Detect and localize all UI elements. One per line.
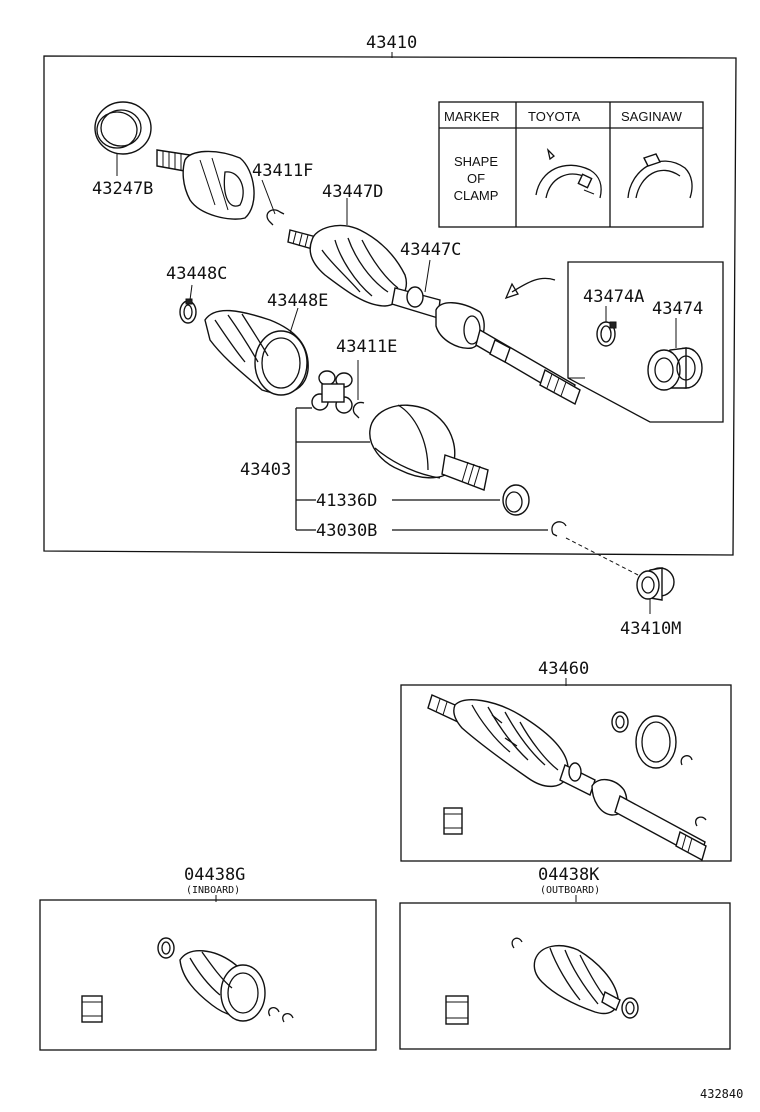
kit-outboard-drawing [445,937,639,1025]
label-43410m: 43410M [620,619,681,639]
drive-shaft-drawing [287,198,581,406]
kit-inboard-frame [39,899,377,1051]
main-assembly-frame [43,55,737,556]
clamp-43448c-drawing [179,284,197,324]
kit-inboard-group: 04438G (INBOARD) [39,865,377,1051]
label-43411f: 43411F [252,161,313,181]
note-inboard: (INBOARD) [186,885,240,896]
label-43403: 43403 [240,460,291,480]
shape-label-3: CLAMP [454,188,499,203]
seal-ring-43247b-drawing [94,101,152,176]
assembly-43460-small-parts [443,711,707,835]
marker-table: MARKER TOYOTA SAGINAW SHAPE OF CLAMP [438,101,704,228]
snap-ring-43030b-drawing [551,521,567,537]
footer-code: 432840 [700,1087,743,1101]
inset-frame [567,261,724,423]
grease-pack-outboard-icon [445,995,469,1025]
leader-43411f [261,179,276,215]
label-04438k: 04438K [538,865,600,885]
label-43448c: 43448C [166,264,227,284]
label-43474a: 43474A [583,287,644,307]
kit-outboard-frame [399,902,731,1050]
grease-pack-icon [443,807,463,835]
shape-label-2: OF [467,171,485,186]
label-43030b: 43030B [316,521,377,541]
saginaw-clamp-drawing [627,153,693,199]
tripod-joint-drawing [311,360,365,419]
toyota-header: TOYOTA [528,109,581,124]
label-41336d: 41336D [316,491,377,511]
assembly-43460-group: 43460 [400,659,732,862]
bearing-43474-drawing [647,347,703,391]
dust-deflector-43410m: 43410M [565,537,681,639]
inboard-housing-drawing [369,404,489,491]
seal-41336d-drawing [502,484,530,516]
assembly-43460-drawing [427,694,707,862]
label-43247b: 43247B [92,179,153,199]
inset-arrow [504,277,556,300]
outer-cv-joint-drawing [156,149,255,220]
label-43447c: 43447C [400,240,461,260]
shape-label-1: SHAPE [454,154,498,169]
saginaw-header: SAGINAW [621,109,683,124]
marker-header: MARKER [444,109,500,124]
note-outboard: (OUTBOARD) [540,885,600,896]
label-43460: 43460 [538,659,589,679]
assembly-43460-frame [400,684,732,862]
label-43410: 43410 [366,33,417,53]
grease-pack-inboard-icon [81,995,103,1023]
clamp-43474a-drawing [596,321,617,347]
inset-box [567,261,724,423]
marker-table-border [438,101,704,228]
label-43411e: 43411E [336,337,397,357]
label-43448e: 43448E [267,291,328,311]
main-assembly-group: 43410 MARKER TOYOTA SAGINAW SHAPE OF CLA… [43,33,737,556]
label-43447d: 43447D [322,182,383,202]
kit-outboard-group: 04438K (OUTBOARD) [399,865,731,1050]
label-04438g: 04438G [184,865,245,885]
snap-ring-43411f-drawing [266,209,285,226]
leader-bracket-43403 [295,407,548,531]
label-43474: 43474 [652,299,703,319]
toyota-clamp-drawing [535,147,602,199]
boot-43448e-drawing [204,307,309,396]
kit-inboard-drawing [81,937,294,1023]
